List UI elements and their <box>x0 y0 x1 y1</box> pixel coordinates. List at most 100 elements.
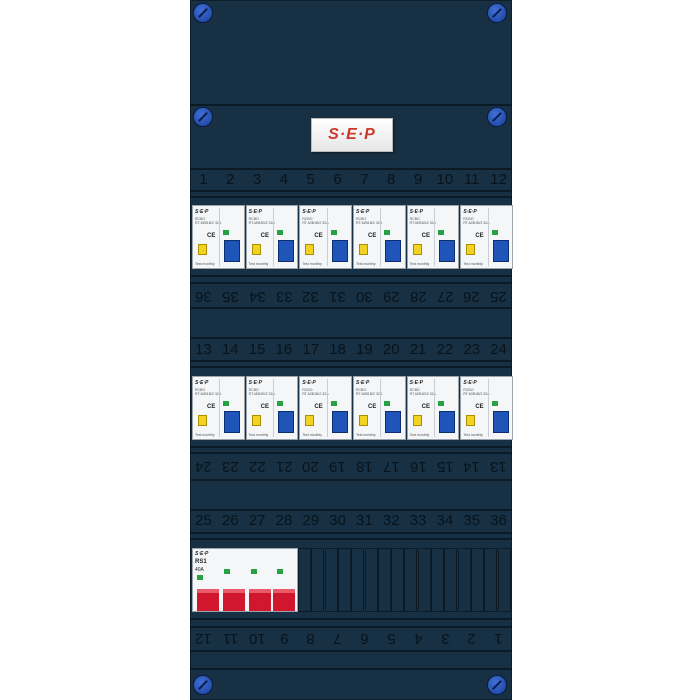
terminal-number: 20 <box>302 458 320 475</box>
test-button[interactable] <box>412 244 422 255</box>
test-button[interactable] <box>412 415 422 426</box>
panel-divider <box>190 366 512 368</box>
test-button[interactable] <box>359 415 368 426</box>
test-button[interactable] <box>251 244 261 255</box>
terminal-number: 32 <box>302 288 320 305</box>
test-button[interactable] <box>251 415 261 426</box>
breaker-toggle[interactable] <box>438 411 455 433</box>
breaker-toggle[interactable] <box>277 411 294 433</box>
breaker-toggle[interactable] <box>385 411 402 433</box>
blank-cover <box>337 548 351 612</box>
main-switch[interactable]: S·E·P RS1 40A <box>192 548 298 612</box>
main-switch-handle[interactable] <box>273 593 295 611</box>
breaker-brand: S·E·P <box>409 380 423 386</box>
breaker-test-label: Test monthly <box>409 433 430 437</box>
ce-mark: CE <box>207 233 216 239</box>
breaker-toggle[interactable] <box>492 411 509 433</box>
main-switch-handle[interactable] <box>223 593 245 611</box>
test-button[interactable] <box>466 244 476 255</box>
test-button[interactable] <box>198 244 207 255</box>
breaker-brand: S·E·P <box>463 209 477 215</box>
module-divider <box>219 379 221 437</box>
breaker-brand: S·E·P <box>248 380 262 386</box>
breaker-model: RT-M/B1B/2 32A <box>463 392 490 396</box>
terminal-number: 30 <box>356 288 373 305</box>
breaker-type: RCBO <box>409 388 420 392</box>
test-button[interactable] <box>305 415 315 426</box>
panel-divider <box>190 618 512 620</box>
terminal-number: 22 <box>436 341 454 358</box>
blank-cover <box>324 548 338 612</box>
breaker-toggle[interactable] <box>224 240 241 262</box>
breaker-toggle[interactable] <box>224 411 241 433</box>
breaker-test-label: Test monthly <box>463 433 483 437</box>
breaker-type: RCBO <box>195 217 206 221</box>
ce-mark: CE <box>260 233 269 239</box>
blank-cover <box>497 548 511 612</box>
breaker-toggle[interactable] <box>331 411 348 433</box>
breaker-brand: S·E·P <box>409 209 423 215</box>
breaker-toggle[interactable] <box>385 240 402 262</box>
terminal-number: 12 <box>490 171 507 188</box>
breaker-toggle[interactable] <box>331 240 348 262</box>
status-indicator <box>251 569 257 574</box>
status-indicator <box>223 401 230 406</box>
breaker-test-label: Test monthly <box>463 262 483 266</box>
test-button[interactable] <box>305 244 315 255</box>
breaker-toggle[interactable] <box>438 240 455 262</box>
terminal-number: 36 <box>490 512 507 529</box>
main-switch-handle[interactable] <box>249 593 271 611</box>
blank-cover <box>391 548 405 612</box>
terminal-number: 14 <box>463 458 481 475</box>
module-divider <box>326 379 328 437</box>
breaker-type: RCBO <box>248 217 259 221</box>
panel-divider <box>190 509 512 511</box>
terminal-number: 20 <box>382 341 400 358</box>
terminal-number: 13 <box>490 458 507 475</box>
terminal-number: 14 <box>221 341 239 358</box>
panel-divider <box>190 538 512 540</box>
breaker-brand: S·E·P <box>302 209 316 215</box>
blank-cover <box>417 548 431 612</box>
terminal-number: 30 <box>329 512 346 529</box>
terminal-number: 8 <box>306 630 315 647</box>
terminal-number: 23 <box>463 341 481 358</box>
module-divider <box>380 208 382 266</box>
terminal-number: 6 <box>360 630 369 647</box>
panel-divider <box>190 196 512 198</box>
terminal-number: 21 <box>409 341 427 358</box>
terminal-number: 34 <box>248 288 266 305</box>
module-divider <box>487 208 489 266</box>
breaker-test-label: Test monthly <box>195 433 215 437</box>
status-indicator <box>223 230 230 235</box>
module-divider <box>433 379 435 437</box>
screw-icon <box>488 108 506 126</box>
breaker-model: RT-M/B1B/2 32A <box>302 221 329 225</box>
test-button[interactable] <box>359 244 368 255</box>
panel-divider <box>190 446 512 448</box>
breaker-toggle[interactable] <box>492 240 509 262</box>
breaker-model: RT-M/B1B/2 32A <box>195 392 222 396</box>
terminal-number: 21 <box>275 458 293 475</box>
terminal-number: 9 <box>413 171 423 188</box>
test-button[interactable] <box>198 415 207 426</box>
terminal-number: 28 <box>409 288 427 305</box>
status-indicator <box>384 230 391 235</box>
breaker-toggle[interactable] <box>277 240 294 262</box>
main-switch-handle[interactable] <box>197 593 219 611</box>
panel-divider <box>190 282 512 284</box>
test-button[interactable] <box>466 415 476 426</box>
terminal-number: 26 <box>221 512 239 529</box>
